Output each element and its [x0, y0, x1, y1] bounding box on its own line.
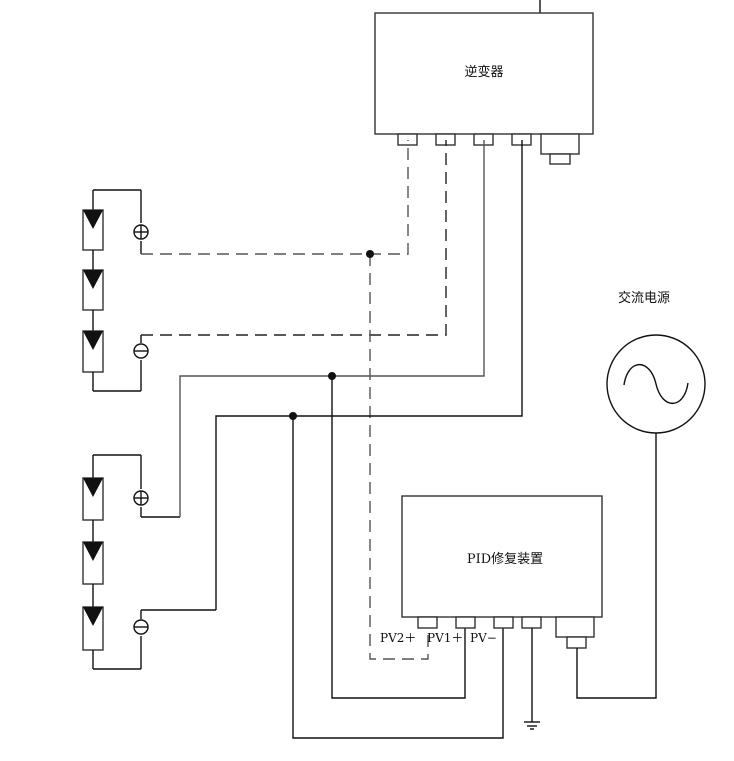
string2-negative-wire [215, 140, 523, 610]
terminal-label-pv2-plus: PV2＋ [380, 631, 416, 645]
dashed-wiring [141, 140, 447, 660]
solid-wiring [179, 140, 523, 739]
inverter-label: 逆变器 [464, 64, 503, 80]
ac-source-label: 交流电源 [618, 290, 670, 306]
pv-string-1 [82, 189, 149, 392]
pv-module [82, 606, 104, 651]
pv-module [82, 209, 104, 251]
pid-ac-plug [566, 636, 587, 649]
negative-terminal-icon [133, 343, 149, 359]
terminal-label-pv1-plus: PV1＋ [427, 631, 463, 645]
string1-positive-wire [141, 140, 409, 255]
pv-module [82, 477, 104, 521]
pid-device-label: PID修复装置 [467, 552, 543, 567]
pv-string-2 [82, 454, 216, 670]
ground-icon [524, 628, 540, 730]
pid-terminal-ground [521, 616, 542, 629]
pv2-plus-wire [369, 254, 429, 660]
pid-terminal-pv2-plus [417, 616, 438, 629]
ac-wire [576, 433, 657, 699]
inverter-ac-port [540, 133, 580, 155]
pid-repair-device: PID修复装置 PV2＋ PV1＋ PV− [380, 495, 603, 649]
pv1-plus-wire [331, 376, 466, 699]
junction-dot [328, 372, 336, 380]
pid-terminal-pv-minus [493, 616, 514, 629]
junction-dot [366, 250, 374, 258]
pid-ac-port [555, 616, 595, 638]
pv-module [82, 330, 104, 373]
pid-device-box [401, 495, 603, 618]
inverter-ac-plug [549, 153, 571, 165]
inverter: 逆变器 [374, 0, 594, 165]
positive-terminal-icon [133, 224, 149, 240]
pv-minus-wire [292, 416, 504, 739]
pid-terminal-pv1-plus [455, 616, 476, 629]
ac-power-source: 交流电源 [576, 290, 706, 699]
junction-dot [289, 412, 297, 420]
sine-wave-icon [623, 364, 689, 404]
inverter-terminal-1 [397, 133, 418, 146]
negative-terminal-icon [133, 619, 149, 635]
terminal-label-pv-minus: PV− [470, 631, 497, 645]
positive-terminal-icon [133, 490, 149, 506]
pv-module [82, 269, 104, 311]
pv-module [82, 541, 104, 585]
string1-negative-wire [141, 140, 447, 336]
